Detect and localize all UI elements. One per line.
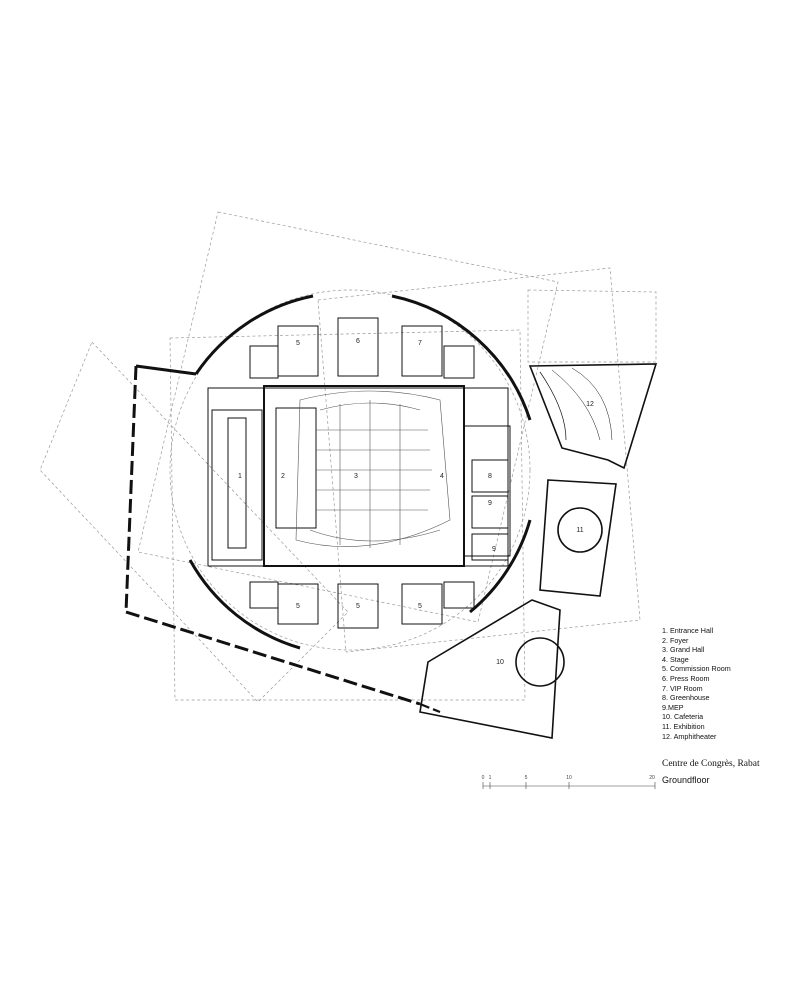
legend-item: 4. Stage <box>662 654 689 664</box>
legend-item: 5. Commission Room <box>662 664 731 674</box>
room-number-exhibition: 11 <box>576 527 583 534</box>
scale-tick-10: 10 <box>566 775 572 781</box>
room-number-stage: 4 <box>440 473 444 480</box>
outer-envelope <box>124 294 532 706</box>
grand-hall-seating <box>295 390 451 548</box>
legend-item: 7. VIP Room <box>662 683 703 693</box>
room-number-press-room: 6 <box>356 338 360 345</box>
main-block <box>207 317 511 629</box>
legend-item: 10. Cafeteria <box>662 712 704 722</box>
legend-item: 11. Exhibition <box>662 721 705 731</box>
room-number-cafeteria: 10 <box>496 659 504 666</box>
room-number-grand-hall: 3 <box>354 473 358 480</box>
legend-item: 1. Entrance Hall <box>662 626 714 635</box>
scale-tick-0: 0 <box>482 775 485 781</box>
room-number-commission-room-bottom-1: 5 <box>296 603 300 610</box>
connection-lines <box>419 702 441 714</box>
room-number-commission-room-bottom-3: 5 <box>418 603 422 610</box>
room-number-vip-room: 7 <box>418 340 422 347</box>
legend-item: 9.MEP <box>662 702 684 712</box>
room-legend: 1. Entrance Hall 2. Foyer 3. Grand Hall … <box>662 626 731 741</box>
right-wing <box>419 363 658 739</box>
room-number-entrance-hall: 1 <box>238 473 242 480</box>
construction-lines <box>39 211 657 703</box>
scale-tick-20: 20 <box>649 775 655 781</box>
scale-bar: 0 1 5 10 20 <box>482 775 656 789</box>
scale-tick-5: 5 <box>525 775 528 781</box>
room-numbers: 1 2 3 4 5 6 7 8 9 9 5 5 5 10 11 12 <box>238 338 594 666</box>
room-number-commission-room-bottom-2: 5 <box>356 603 360 610</box>
legend-item: 6. Press Room <box>662 673 710 683</box>
room-number-mep-1: 9 <box>488 500 492 507</box>
legend-item: 8. Greenhouse <box>662 693 710 703</box>
room-number-mep-2: 9 <box>492 546 496 553</box>
room-number-amphitheater: 12 <box>586 401 594 408</box>
project-title: Centre de Congrès, Rabat <box>662 759 760 769</box>
room-number-greenhouse: 8 <box>488 473 492 480</box>
legend-item: 3. Grand Hall <box>662 645 705 655</box>
room-number-commission-room-top: 5 <box>296 340 300 347</box>
legend-item: 12. Amphitheater <box>662 731 717 741</box>
legend-item: 2. Foyer <box>662 635 689 645</box>
room-number-foyer: 2 <box>281 473 285 480</box>
drawing-title: Groundfloor <box>662 775 710 785</box>
scale-tick-1: 1 <box>489 775 492 781</box>
